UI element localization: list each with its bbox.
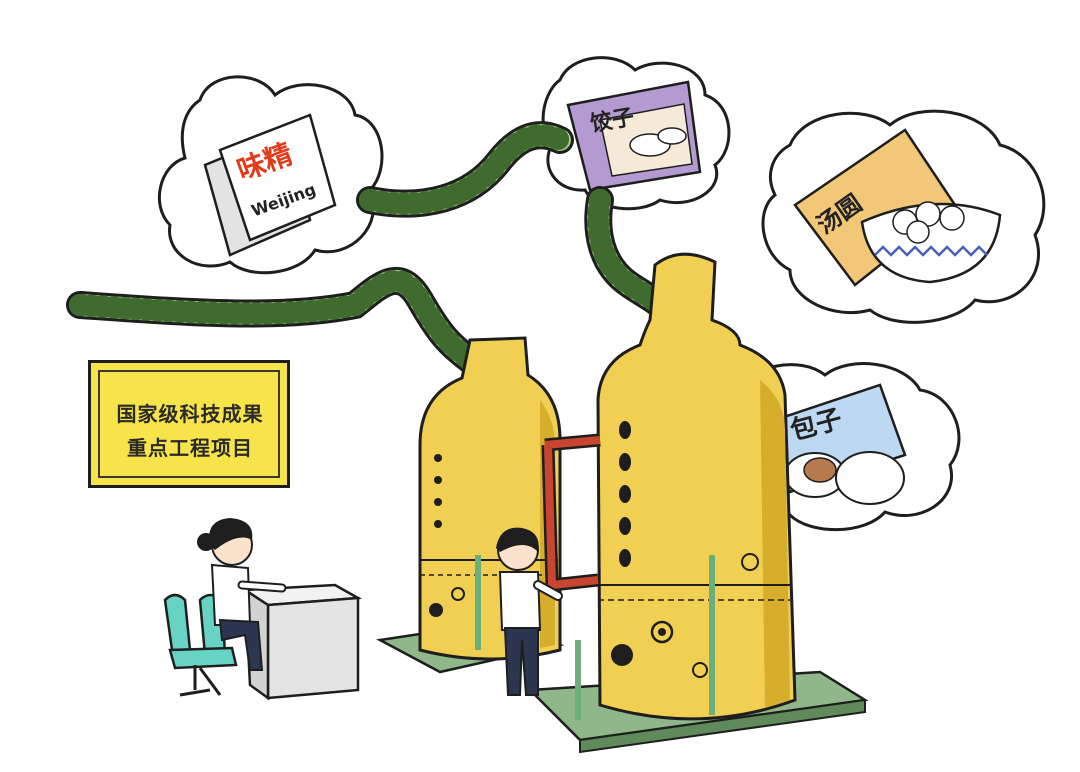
sign-line-1: 国家级科技成果	[116, 402, 264, 426]
green-pipes	[66, 121, 674, 374]
bubble-jiaozi: 饺子	[541, 56, 731, 211]
connector-pipe	[541, 433, 601, 592]
bubble-weijing: 味精 Weijing	[157, 75, 384, 275]
msg-packet-icon: 味精 Weijing	[203, 113, 337, 257]
worker-seated	[197, 518, 287, 671]
sign-line-2: 重点工程项目	[127, 436, 253, 460]
worker-standing	[496, 527, 563, 696]
office-desk	[241, 583, 363, 701]
project-sign-inner	[98, 370, 280, 478]
big-tower	[575, 252, 797, 721]
bubble-tangyuan: 汤圆	[761, 109, 1046, 324]
bun-icon	[784, 451, 905, 505]
dumpling-bag-icon: 饺子	[566, 80, 702, 192]
project-sign	[88, 360, 290, 488]
tangyuan-bag-icon: 汤圆	[793, 128, 957, 287]
bowl-icon	[860, 201, 1002, 284]
